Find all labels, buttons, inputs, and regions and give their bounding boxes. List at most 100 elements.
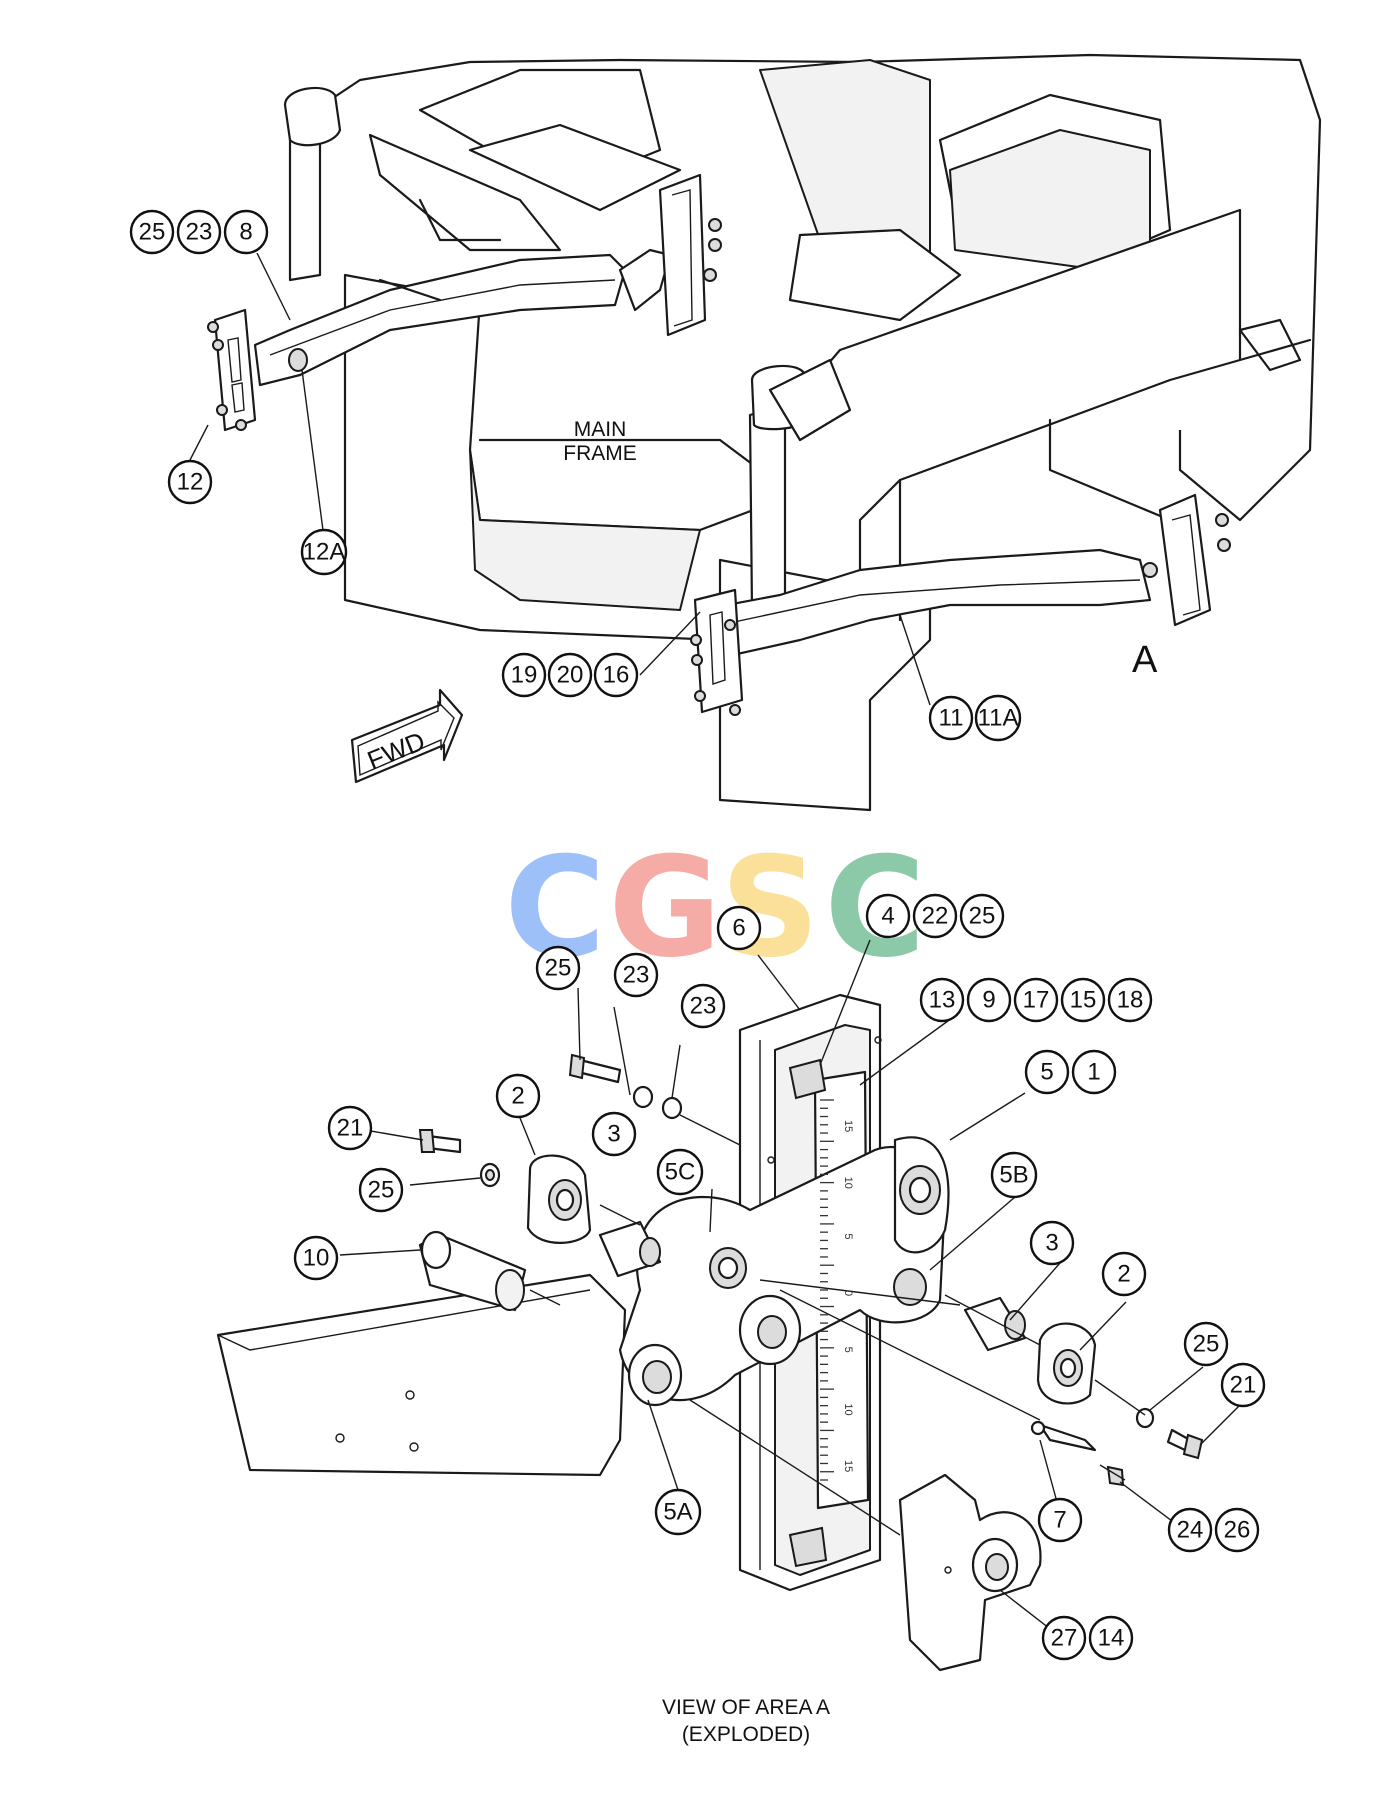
- callout-8: 8: [223, 209, 269, 255]
- svg-text:19: 19: [511, 662, 538, 689]
- callout-23-top: 23: [176, 209, 222, 255]
- svg-text:25: 25: [545, 955, 572, 982]
- callout-11a: 11A: [974, 694, 1022, 742]
- callout-25-top: 25: [129, 209, 175, 255]
- callout-7: 7: [1037, 1497, 1083, 1543]
- svg-text:10: 10: [303, 1245, 330, 1272]
- scale-number: 10: [842, 1403, 854, 1415]
- scale-number: 0: [842, 1290, 854, 1296]
- svg-text:22: 22: [922, 903, 949, 930]
- leader-lines: [189, 252, 1241, 1633]
- main-frame-label-1: MAIN: [574, 418, 627, 441]
- callout-18: 18: [1107, 977, 1153, 1023]
- callout-15: 15: [1060, 977, 1106, 1023]
- callout-22: 22: [912, 893, 958, 939]
- callout-25-b: 25: [959, 893, 1005, 939]
- callout-16: 16: [593, 652, 639, 698]
- callout-25-c: 25: [535, 945, 581, 991]
- callout-20: 20: [547, 652, 593, 698]
- scale-number: 15: [842, 1460, 854, 1472]
- svg-text:14: 14: [1098, 1625, 1125, 1652]
- exploded-view: [216, 993, 1204, 1672]
- svg-text:25: 25: [969, 903, 996, 930]
- scale-number: 5: [842, 1233, 854, 1239]
- svg-text:17: 17: [1023, 987, 1050, 1014]
- callout-3-left: 3: [591, 1111, 637, 1157]
- callout-21-right: 21: [1220, 1362, 1266, 1408]
- callout-2-left: 2: [495, 1073, 541, 1119]
- svg-text:3: 3: [1045, 1230, 1058, 1257]
- scale-number: 15: [842, 1120, 854, 1132]
- svg-text:2: 2: [511, 1083, 524, 1110]
- scale-gauge: 15 10 5 0 5 10 15: [820, 1099, 854, 1481]
- svg-text:5B: 5B: [999, 1162, 1028, 1189]
- callout-2-right: 2: [1101, 1251, 1147, 1297]
- callout-5: 5: [1024, 1049, 1070, 1095]
- callout-21-left: 21: [327, 1105, 373, 1151]
- forward-arrow-icon: FWD: [350, 688, 464, 784]
- svg-text:9: 9: [982, 987, 995, 1014]
- callout-14: 14: [1088, 1615, 1134, 1661]
- svg-text:25: 25: [368, 1177, 395, 1204]
- svg-text:5C: 5C: [665, 1159, 696, 1186]
- svg-text:1: 1: [1087, 1059, 1100, 1086]
- svg-text:7: 7: [1053, 1507, 1066, 1534]
- svg-text:6: 6: [732, 915, 745, 942]
- callout-25-left: 25: [358, 1167, 404, 1213]
- callout-3-right: 3: [1029, 1220, 1075, 1266]
- callout-10: 10: [293, 1235, 339, 1281]
- main-frame-label-2: FRAME: [563, 442, 637, 465]
- view-caption-2: (EXPLODED): [682, 1723, 810, 1746]
- callout-23-c: 23: [680, 983, 726, 1029]
- callout-5c: 5C: [656, 1148, 704, 1196]
- svg-text:2: 2: [1117, 1261, 1130, 1288]
- callout-1: 1: [1071, 1049, 1117, 1095]
- svg-text:11: 11: [939, 705, 964, 732]
- svg-text:23: 23: [623, 962, 650, 989]
- svg-text:12A: 12A: [303, 539, 346, 566]
- svg-text:5A: 5A: [663, 1499, 692, 1526]
- callout-12: 12: [167, 459, 213, 505]
- view-caption-1: VIEW OF AREA A: [662, 1696, 830, 1719]
- svg-text:21: 21: [1230, 1372, 1257, 1399]
- svg-text:3: 3: [607, 1121, 620, 1148]
- callout-11: 11: [928, 695, 974, 741]
- svg-text:5: 5: [1040, 1059, 1053, 1086]
- scale-number: 10: [842, 1177, 854, 1189]
- callout-6: 6: [716, 905, 762, 951]
- callout-12a: 12A: [300, 528, 348, 576]
- svg-text:15: 15: [1070, 987, 1097, 1014]
- svg-text:20: 20: [557, 662, 584, 689]
- svg-text:16: 16: [603, 662, 630, 689]
- callout-13: 13: [919, 977, 965, 1023]
- callout-26: 26: [1214, 1507, 1260, 1553]
- callout-23-b: 23: [613, 952, 659, 998]
- callout-24: 24: [1167, 1507, 1213, 1553]
- svg-text:11A: 11A: [978, 705, 1019, 732]
- callout-25-right: 25: [1183, 1321, 1229, 1367]
- svg-text:4: 4: [881, 903, 894, 930]
- svg-text:18: 18: [1117, 987, 1144, 1014]
- callout-4: 4: [865, 893, 911, 939]
- svg-text:23: 23: [186, 219, 213, 246]
- svg-text:27: 27: [1051, 1625, 1078, 1652]
- svg-text:24: 24: [1177, 1517, 1204, 1544]
- svg-text:8: 8: [239, 219, 252, 246]
- callout-19: 19: [501, 652, 547, 698]
- svg-text:21: 21: [337, 1115, 364, 1142]
- svg-text:13: 13: [929, 987, 956, 1014]
- area-a-label: A: [1132, 639, 1158, 681]
- callout-9: 9: [966, 977, 1012, 1023]
- svg-text:25: 25: [139, 219, 166, 246]
- callout-5a: 5A: [654, 1488, 702, 1536]
- main-frame-assembly: [207, 53, 1322, 812]
- callout-17: 17: [1013, 977, 1059, 1023]
- svg-text:12: 12: [177, 469, 204, 496]
- scale-number: 5: [842, 1347, 854, 1353]
- cgsc-watermark: CGSC: [504, 827, 925, 988]
- callout-5b: 5B: [990, 1151, 1038, 1199]
- svg-text:25: 25: [1193, 1331, 1220, 1358]
- callout-27: 27: [1041, 1615, 1087, 1661]
- svg-text:26: 26: [1224, 1517, 1251, 1544]
